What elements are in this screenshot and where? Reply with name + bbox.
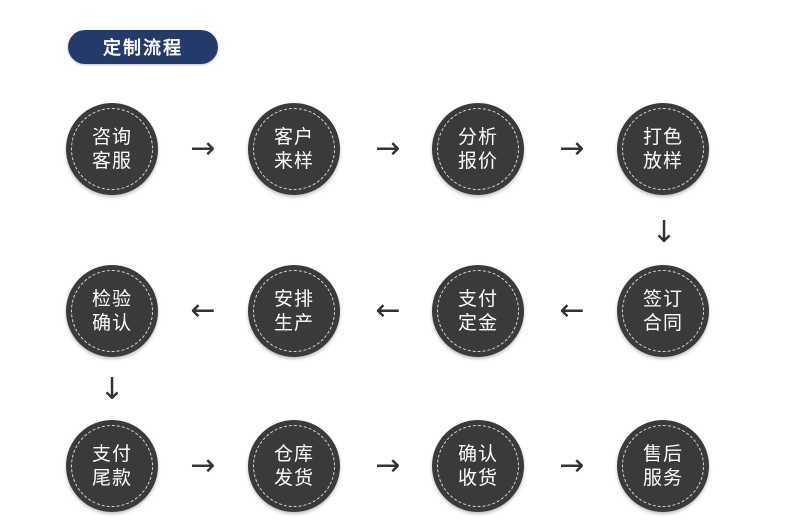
process-title: 定制流程 bbox=[103, 38, 183, 59]
step-check-confirm: 检验 确认 bbox=[66, 265, 158, 357]
arrow-right-icon: → bbox=[190, 131, 216, 166]
step-line1: 仓库 bbox=[273, 443, 314, 465]
step-line2: 合同 bbox=[642, 312, 683, 334]
step-line2: 定金 bbox=[457, 312, 498, 334]
arrow-down-icon: ↓ bbox=[99, 372, 125, 407]
arrow-right-icon: → bbox=[559, 448, 585, 483]
arrow-right-icon: → bbox=[559, 131, 585, 166]
step-line1: 分析 bbox=[457, 126, 498, 148]
step-line1: 支付 bbox=[457, 288, 498, 310]
step-consult-service: 咨询 客服 bbox=[66, 103, 158, 195]
step-pay-deposit: 支付 定金 bbox=[432, 265, 524, 357]
step-line1: 签订 bbox=[642, 288, 683, 310]
step-line2: 来样 bbox=[273, 150, 314, 172]
step-analysis-quote: 分析 报价 bbox=[432, 103, 524, 195]
step-line1: 支付 bbox=[91, 443, 132, 465]
step-line2: 客服 bbox=[91, 150, 132, 172]
arrow-left-icon: ← bbox=[375, 293, 401, 328]
step-line1: 咨询 bbox=[91, 126, 132, 148]
arrow-down-icon: ↓ bbox=[651, 215, 677, 250]
step-line1: 客户 bbox=[273, 126, 314, 148]
arrow-right-icon: → bbox=[375, 131, 401, 166]
arrow-left-icon: ← bbox=[559, 293, 585, 328]
step-line1: 售后 bbox=[642, 443, 683, 465]
step-pay-balance: 支付 尾款 bbox=[66, 420, 158, 512]
arrow-right-icon: → bbox=[375, 448, 401, 483]
step-line2: 发货 bbox=[273, 467, 314, 489]
step-color-sample: 打色 放样 bbox=[617, 103, 709, 195]
step-line1: 安排 bbox=[273, 288, 314, 310]
step-line2: 生产 bbox=[273, 312, 314, 334]
step-line2: 尾款 bbox=[91, 467, 132, 489]
step-customer-sample: 客户 来样 bbox=[248, 103, 340, 195]
step-line1: 确认 bbox=[457, 443, 498, 465]
step-sign-contract: 签订 合同 bbox=[617, 265, 709, 357]
step-line2: 放样 bbox=[642, 150, 683, 172]
process-title-badge: 定制流程 bbox=[68, 30, 218, 64]
arrow-left-icon: ← bbox=[190, 293, 216, 328]
step-line2: 服务 bbox=[642, 467, 683, 489]
step-confirm-receipt: 确认 收货 bbox=[432, 420, 524, 512]
step-line1: 检验 bbox=[91, 288, 132, 310]
step-line2: 确认 bbox=[91, 312, 132, 334]
step-line2: 报价 bbox=[457, 150, 498, 172]
step-warehouse-ship: 仓库 发货 bbox=[248, 420, 340, 512]
step-line1: 打色 bbox=[642, 126, 683, 148]
step-after-sales: 售后 服务 bbox=[617, 420, 709, 512]
step-arrange-production: 安排 生产 bbox=[248, 265, 340, 357]
arrow-right-icon: → bbox=[190, 448, 216, 483]
step-line2: 收货 bbox=[457, 467, 498, 489]
